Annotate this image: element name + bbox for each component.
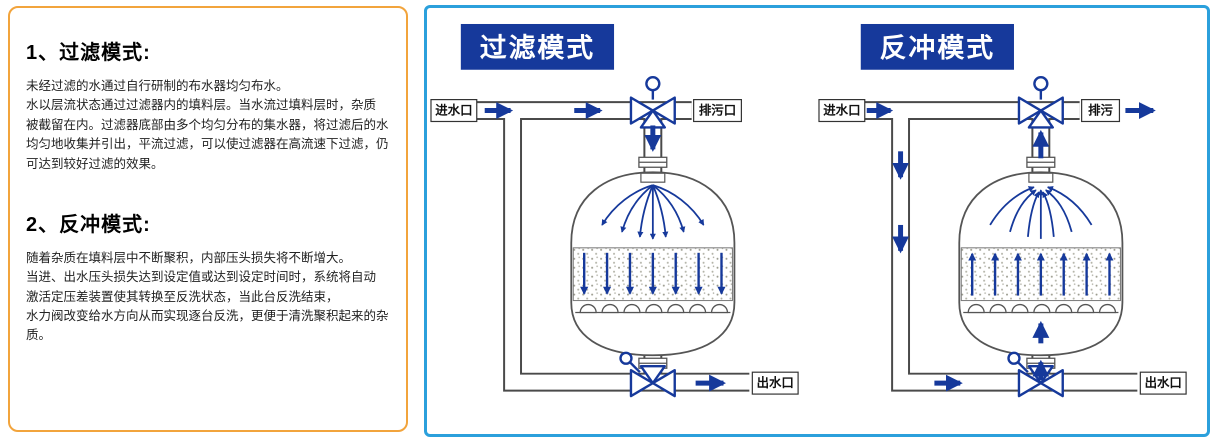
- drain-label: 排污: [1088, 103, 1113, 118]
- diagram-title-box: [860, 23, 1014, 70]
- inlet-label-box: [430, 99, 478, 123]
- spray-arrows: [601, 184, 705, 240]
- distributor-nozzle: [640, 172, 666, 183]
- inlet-label-box: [818, 99, 866, 123]
- outlet-label: 出水口: [1145, 375, 1182, 390]
- handwheel-icon: [645, 76, 661, 92]
- outlet-label: 出水口: [757, 375, 794, 390]
- water-collectors: [967, 303, 1117, 314]
- media-flow-arrows: [580, 252, 726, 295]
- filter-mode-body: 未经过滤的水通过自行研制的布水器均匀布水。 水以层流状态通过过滤器内的填料层。当…: [26, 79, 389, 171]
- handwheel-icon: [619, 351, 633, 365]
- backwash-mode-heading: 2、反冲模式:: [26, 213, 151, 236]
- backwash-mode-diagram: 进水口 排污 出水口 反冲模式: [818, 23, 1187, 398]
- pipe-flow-arrows: [484, 102, 727, 392]
- flanges: [638, 156, 668, 369]
- inlet-label: 进水口: [435, 103, 472, 118]
- outlet-label-box: [751, 371, 799, 395]
- diagram-title: 过滤模式: [480, 33, 595, 63]
- filter-mode-heading: 1、过滤模式:: [26, 42, 151, 64]
- water-collectors: [579, 303, 729, 314]
- drain-label-box: [693, 99, 742, 123]
- distributor-nozzle: [1028, 172, 1054, 183]
- top-valve: [629, 76, 676, 129]
- diagram-title-box: [460, 23, 615, 70]
- spray-arrows: [989, 186, 1093, 239]
- handwheel-icon: [1033, 76, 1049, 92]
- diagram-panel: 进水口 排污口 出水口 过滤模式: [424, 5, 1210, 437]
- bottom-valve: [619, 351, 676, 398]
- top-valve: [1017, 76, 1064, 129]
- backwash-mode-body: 随着杂质在填料层中不断聚积，内部压头损失将不断增大。 当进、出水压头损失达到设定…: [26, 250, 389, 343]
- filter-mode-diagram: 进水口 排污口 出水口 过滤模式: [430, 23, 799, 398]
- drain-label: 排污口: [699, 103, 736, 118]
- media-flow-arrows: [968, 252, 1114, 296]
- drain-label-box: [1081, 99, 1121, 123]
- description-panel: 1、过滤模式: 未经过滤的水通过自行研制的布水器均匀布水。 水以层流状态通过过滤…: [8, 6, 408, 432]
- pipe-flow-arrows: [866, 102, 1156, 392]
- outlet-label-box: [1139, 371, 1187, 395]
- handwheel-icon: [1007, 351, 1021, 365]
- pipe-network: [861, 101, 1139, 392]
- diagram-title: 反冲模式: [880, 33, 995, 63]
- inlet-label: 进水口: [823, 103, 860, 118]
